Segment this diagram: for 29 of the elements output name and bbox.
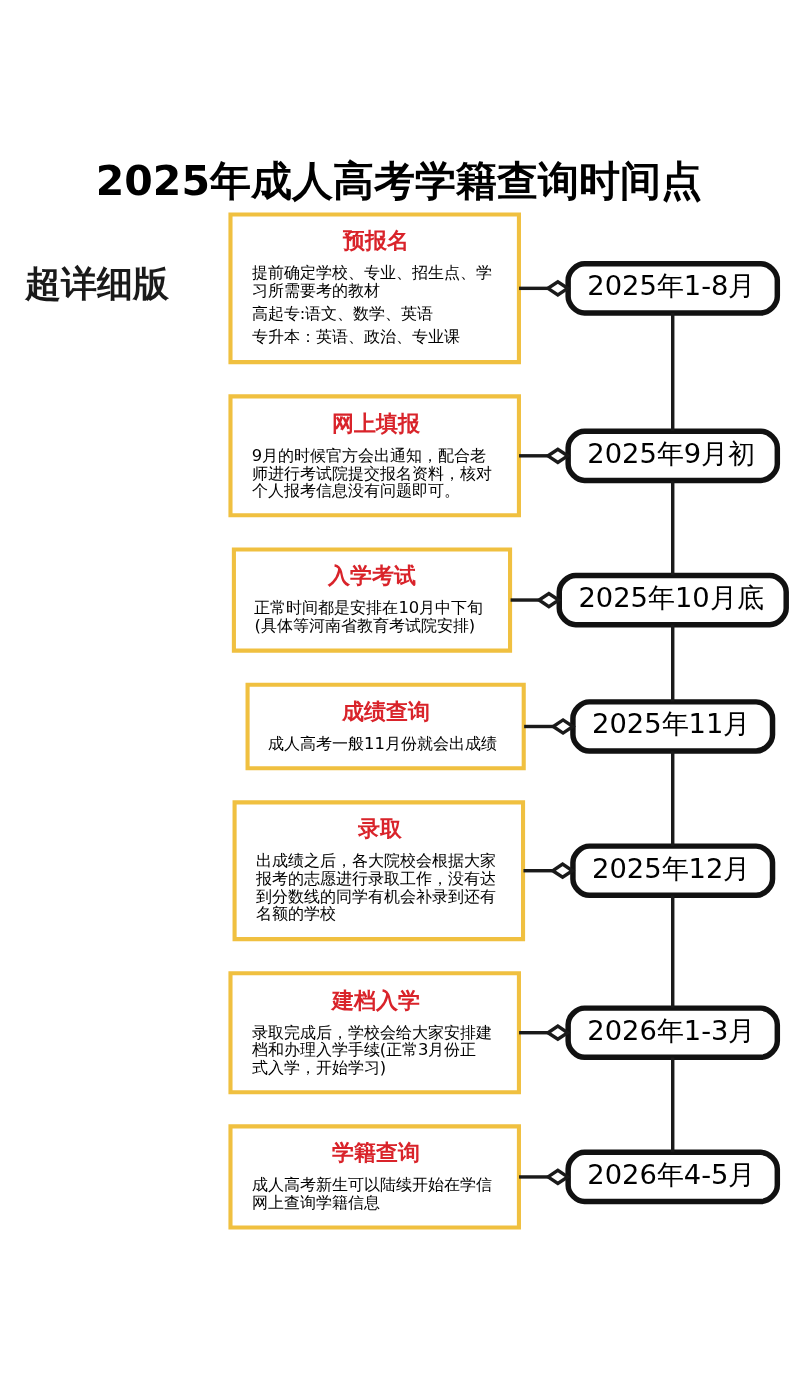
connector — [671, 751, 675, 846]
connector — [519, 447, 571, 465]
node-box: 2025年10月底 — [556, 572, 789, 628]
connector — [671, 895, 675, 1008]
connector — [519, 1168, 571, 1186]
node-box: 预报名 提前确定学校、专业、招生点、学习所需要考的教材 高起专:语文、数学、英语 专升本：英语、政治、专业课 — [228, 212, 521, 365]
connector — [524, 717, 576, 736]
node-box: 学籍查询 成人高考新生可以陆续开始在学信网上查询学籍信息 — [228, 1124, 521, 1230]
node-box: 录取 出成绩之后，各大院校会根据大家报考的志愿进行录取工作，没有达到分数线的同学有机会补录到还有名额的学校 — [232, 800, 526, 942]
connector — [671, 312, 675, 431]
connector — [519, 279, 571, 297]
node-box: 入学考试 正常时间都是安排在10月中下旬(具体等河南省教育考试院安排) — [231, 547, 513, 653]
label: 超详细版 — [24, 262, 169, 304]
connector — [510, 591, 562, 609]
node-box: 2026年4-5月 — [565, 1149, 781, 1205]
node-box: 网上填报 9月的时候官方会出通知，配合老师进行考试院提交报名资料，核对个人报考信息没有问题即可。 — [228, 394, 521, 518]
node-box: 2025年12月 — [570, 843, 776, 899]
node-box: 2026年1-3月 — [565, 1005, 781, 1061]
node-box: 成绩查询 成人高考一般11月份就会出成绩 — [245, 682, 526, 771]
connector — [671, 1057, 675, 1153]
connector — [671, 624, 675, 702]
node-box: 建档入学 录取完成后，学校会给大家安排建档和办理入学手续(正常3月份正式入学，开始学习) — [228, 971, 521, 1095]
node-box: 2025年9月初 — [565, 428, 781, 484]
connector — [671, 480, 675, 576]
connector — [523, 862, 576, 880]
node-box: 2025年11月 — [570, 699, 776, 754]
node-box: 2025年1-8月 — [565, 261, 781, 316]
diagram-title: 2025年成人高考学籍查询时间点 — [95, 157, 702, 206]
connector — [519, 1024, 571, 1042]
